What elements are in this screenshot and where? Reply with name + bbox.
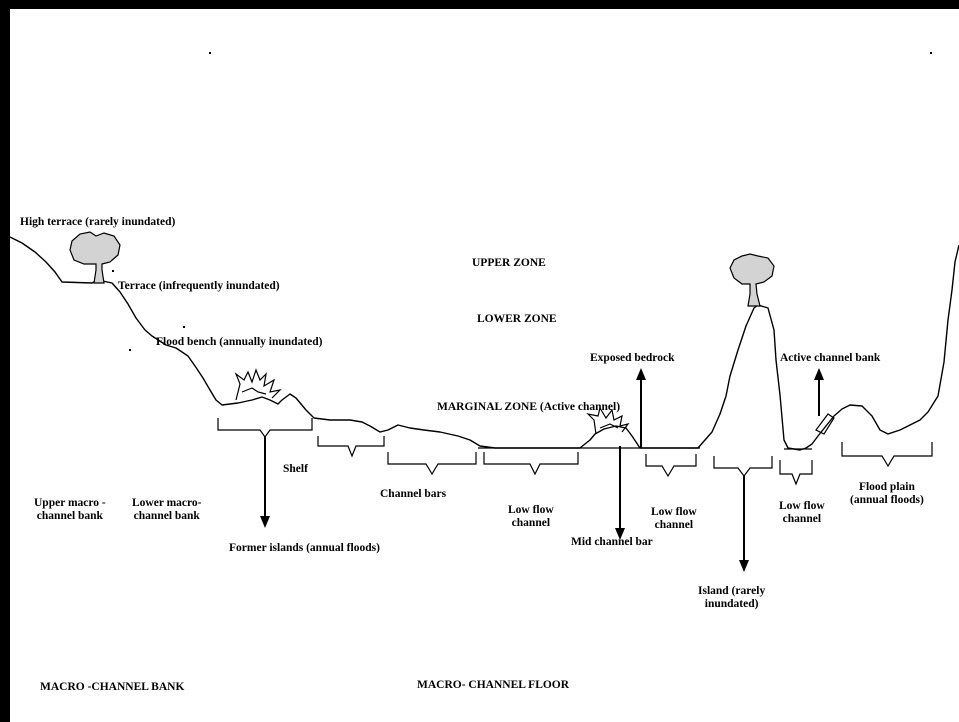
label-upper-macro-line1: Upper macro - bbox=[34, 497, 106, 509]
tree-left bbox=[69, 231, 121, 284]
label-shelf: Shelf bbox=[283, 463, 308, 475]
label-mid-channel-bar: Mid channel bar bbox=[571, 536, 653, 548]
label-upper-macro-channel-bank: Upper macro - channel bank bbox=[34, 497, 106, 523]
label-channel-bars: Channel bars bbox=[380, 488, 447, 500]
label-low-flow-channel-3: Low flow channel bbox=[779, 500, 825, 526]
label-macro-channel-floor: MACRO- CHANNEL FLOOR bbox=[417, 679, 570, 691]
stray-dots bbox=[112, 52, 932, 351]
label-flood-plain: Flood plain (annual floods) bbox=[850, 481, 924, 507]
label-lower-macro-line2: channel bank bbox=[133, 510, 200, 522]
brace-low-flow-2 bbox=[645, 454, 697, 478]
brace-low-flow-3 bbox=[779, 460, 813, 486]
arrow-head-active-channel-bank bbox=[814, 368, 824, 380]
arrow-head-island bbox=[739, 560, 749, 572]
brace-shelf bbox=[217, 418, 313, 439]
label-active-channel-bank: Active channel bank bbox=[780, 352, 881, 364]
brace-low-flow-1 bbox=[483, 452, 579, 476]
label-lower-macro-line1: Lower macro- bbox=[132, 497, 202, 509]
label-island-line1: Island (rarely bbox=[698, 585, 766, 597]
label-flood-plain-line2: (annual floods) bbox=[850, 494, 924, 506]
label-macro-channel-bank: MACRO -CHANNEL BANK bbox=[40, 681, 185, 693]
label-low-flow-1-line2: channel bbox=[511, 517, 551, 529]
bank-notch bbox=[815, 413, 835, 435]
arrow-head-mid-channel-bar bbox=[615, 528, 625, 540]
brace-2 bbox=[317, 436, 385, 458]
label-flood-bench: Flood bench (annually inundated) bbox=[156, 336, 323, 348]
label-island: Island (rarely inundated) bbox=[698, 585, 765, 611]
arrow-head-exposed-bedrock bbox=[636, 368, 646, 380]
arrows bbox=[260, 368, 824, 572]
shrub-mid bbox=[586, 406, 630, 435]
label-lower-zone: LOWER ZONE bbox=[477, 313, 557, 325]
tree-right bbox=[729, 253, 775, 307]
label-low-flow-channel-2: Low flow channel bbox=[651, 506, 697, 532]
label-marginal-zone: MARGINAL ZONE (Active channel) bbox=[437, 401, 621, 413]
label-former-islands: Former islands (annual floods) bbox=[229, 542, 380, 554]
brace-channel-bars bbox=[387, 452, 477, 476]
label-upper-macro-line2: channel bank bbox=[36, 510, 103, 522]
label-low-flow-2-line2: channel bbox=[654, 519, 694, 531]
label-low-flow-3-line1: Low flow bbox=[779, 500, 825, 512]
label-upper-zone: UPPER ZONE bbox=[472, 257, 546, 269]
label-low-flow-3-line2: channel bbox=[782, 513, 822, 525]
brace-island bbox=[713, 456, 773, 477]
label-terrace: Terrace (infrequently inundated) bbox=[118, 280, 280, 292]
label-flood-plain-line1: Flood plain bbox=[858, 481, 915, 493]
label-low-flow-channel-1: Low flow channel bbox=[508, 504, 554, 530]
label-low-flow-1-line1: Low flow bbox=[508, 504, 554, 516]
label-high-terrace: High terrace (rarely inundated) bbox=[20, 216, 176, 228]
brace-flood-plain bbox=[841, 442, 933, 468]
label-exposed-bedrock: Exposed bedrock bbox=[590, 352, 675, 364]
arrow-head-former-islands bbox=[260, 516, 270, 528]
label-low-flow-2-line1: Low flow bbox=[651, 506, 697, 518]
shrub-left bbox=[234, 368, 282, 401]
label-island-line2: inundated) bbox=[704, 598, 759, 610]
label-lower-macro-channel-bank: Lower macro- channel bank bbox=[132, 497, 202, 523]
